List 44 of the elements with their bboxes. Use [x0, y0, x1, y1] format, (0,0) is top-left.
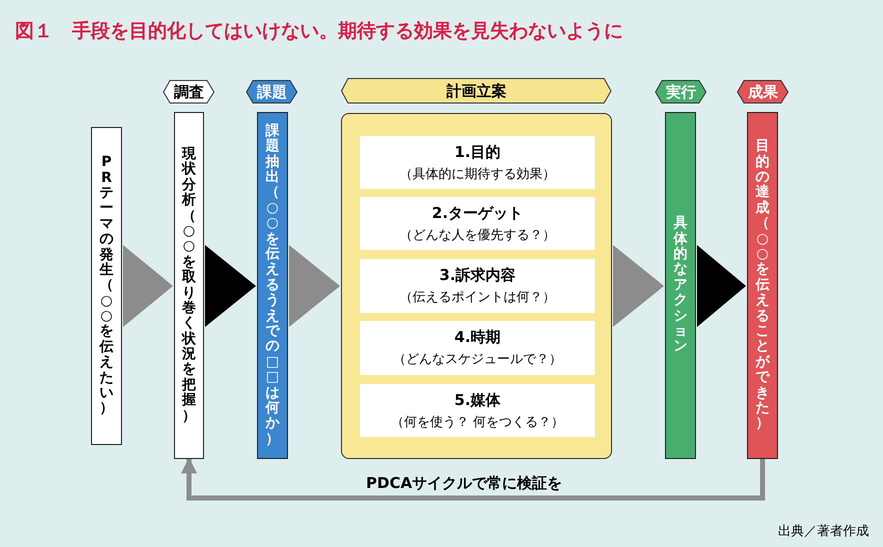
- process-box: [665, 112, 696, 459]
- chevron-arrow: [205, 245, 256, 327]
- vertical-text: 目的の達成（○○を伝えることができた）: [756, 139, 770, 432]
- stage-label: 計画立案: [446, 82, 506, 100]
- vertical-text: PRテーマの発生（○○を伝えたい）: [100, 155, 114, 417]
- vertical-text: 課題抽出（○○を伝えるうえでの□□は何か）: [266, 124, 280, 448]
- vertical-text: 現状分析（○○を取り巻く状況を把握）: [182, 146, 196, 424]
- step-title: 1.目的: [454, 142, 501, 162]
- stage-tag: [163, 80, 215, 104]
- stage-tag: [737, 80, 789, 104]
- process-box: [257, 112, 288, 459]
- plan-item-card: [360, 259, 595, 313]
- step-description: （どんな人を優先する？）: [400, 226, 556, 244]
- stage-label: 課題: [257, 82, 287, 102]
- chevron-arrow: [697, 245, 746, 327]
- plan-item-card: [360, 136, 595, 189]
- step-title: 5.媒体: [454, 390, 501, 410]
- plan-item-card: [360, 197, 595, 250]
- plan-panel: [341, 113, 612, 459]
- step-description: （何を使う？ 何をつくる？）: [390, 414, 564, 430]
- stage-tag: [246, 80, 298, 104]
- stage-label: 成果: [748, 82, 778, 102]
- step-title: 2.ターゲット: [432, 204, 524, 222]
- plan-item-card: [360, 384, 595, 437]
- process-box: [174, 112, 204, 459]
- plan-item-card: [360, 321, 595, 375]
- stage-tag: [341, 78, 612, 104]
- step-title: 4.時期: [454, 328, 501, 347]
- step-description: （伝えるポイントは何？）: [400, 289, 556, 306]
- vertical-text: 具体的なアクション: [674, 216, 688, 355]
- chevron-arrow: [613, 245, 664, 327]
- step-description: （どんなスケジュールで？）: [393, 351, 562, 368]
- step-description: （具体的に期待する効果）: [400, 166, 556, 182]
- process-box: [91, 127, 122, 445]
- figure-title: 図１ 手段を目的化してはいけない。期待する効果を見失わないように: [15, 19, 623, 44]
- process-box: [747, 112, 778, 459]
- stage-tag: [655, 80, 707, 104]
- chevron-arrow: [289, 245, 340, 327]
- source-note: 出典／著者作成: [778, 523, 869, 540]
- stage-label: 調査: [174, 82, 204, 102]
- stage-label: 実行: [666, 82, 696, 102]
- feedback-arrow: [181, 457, 765, 500]
- chevron-arrow: [123, 245, 173, 327]
- step-title: 3.訴求内容: [439, 266, 516, 285]
